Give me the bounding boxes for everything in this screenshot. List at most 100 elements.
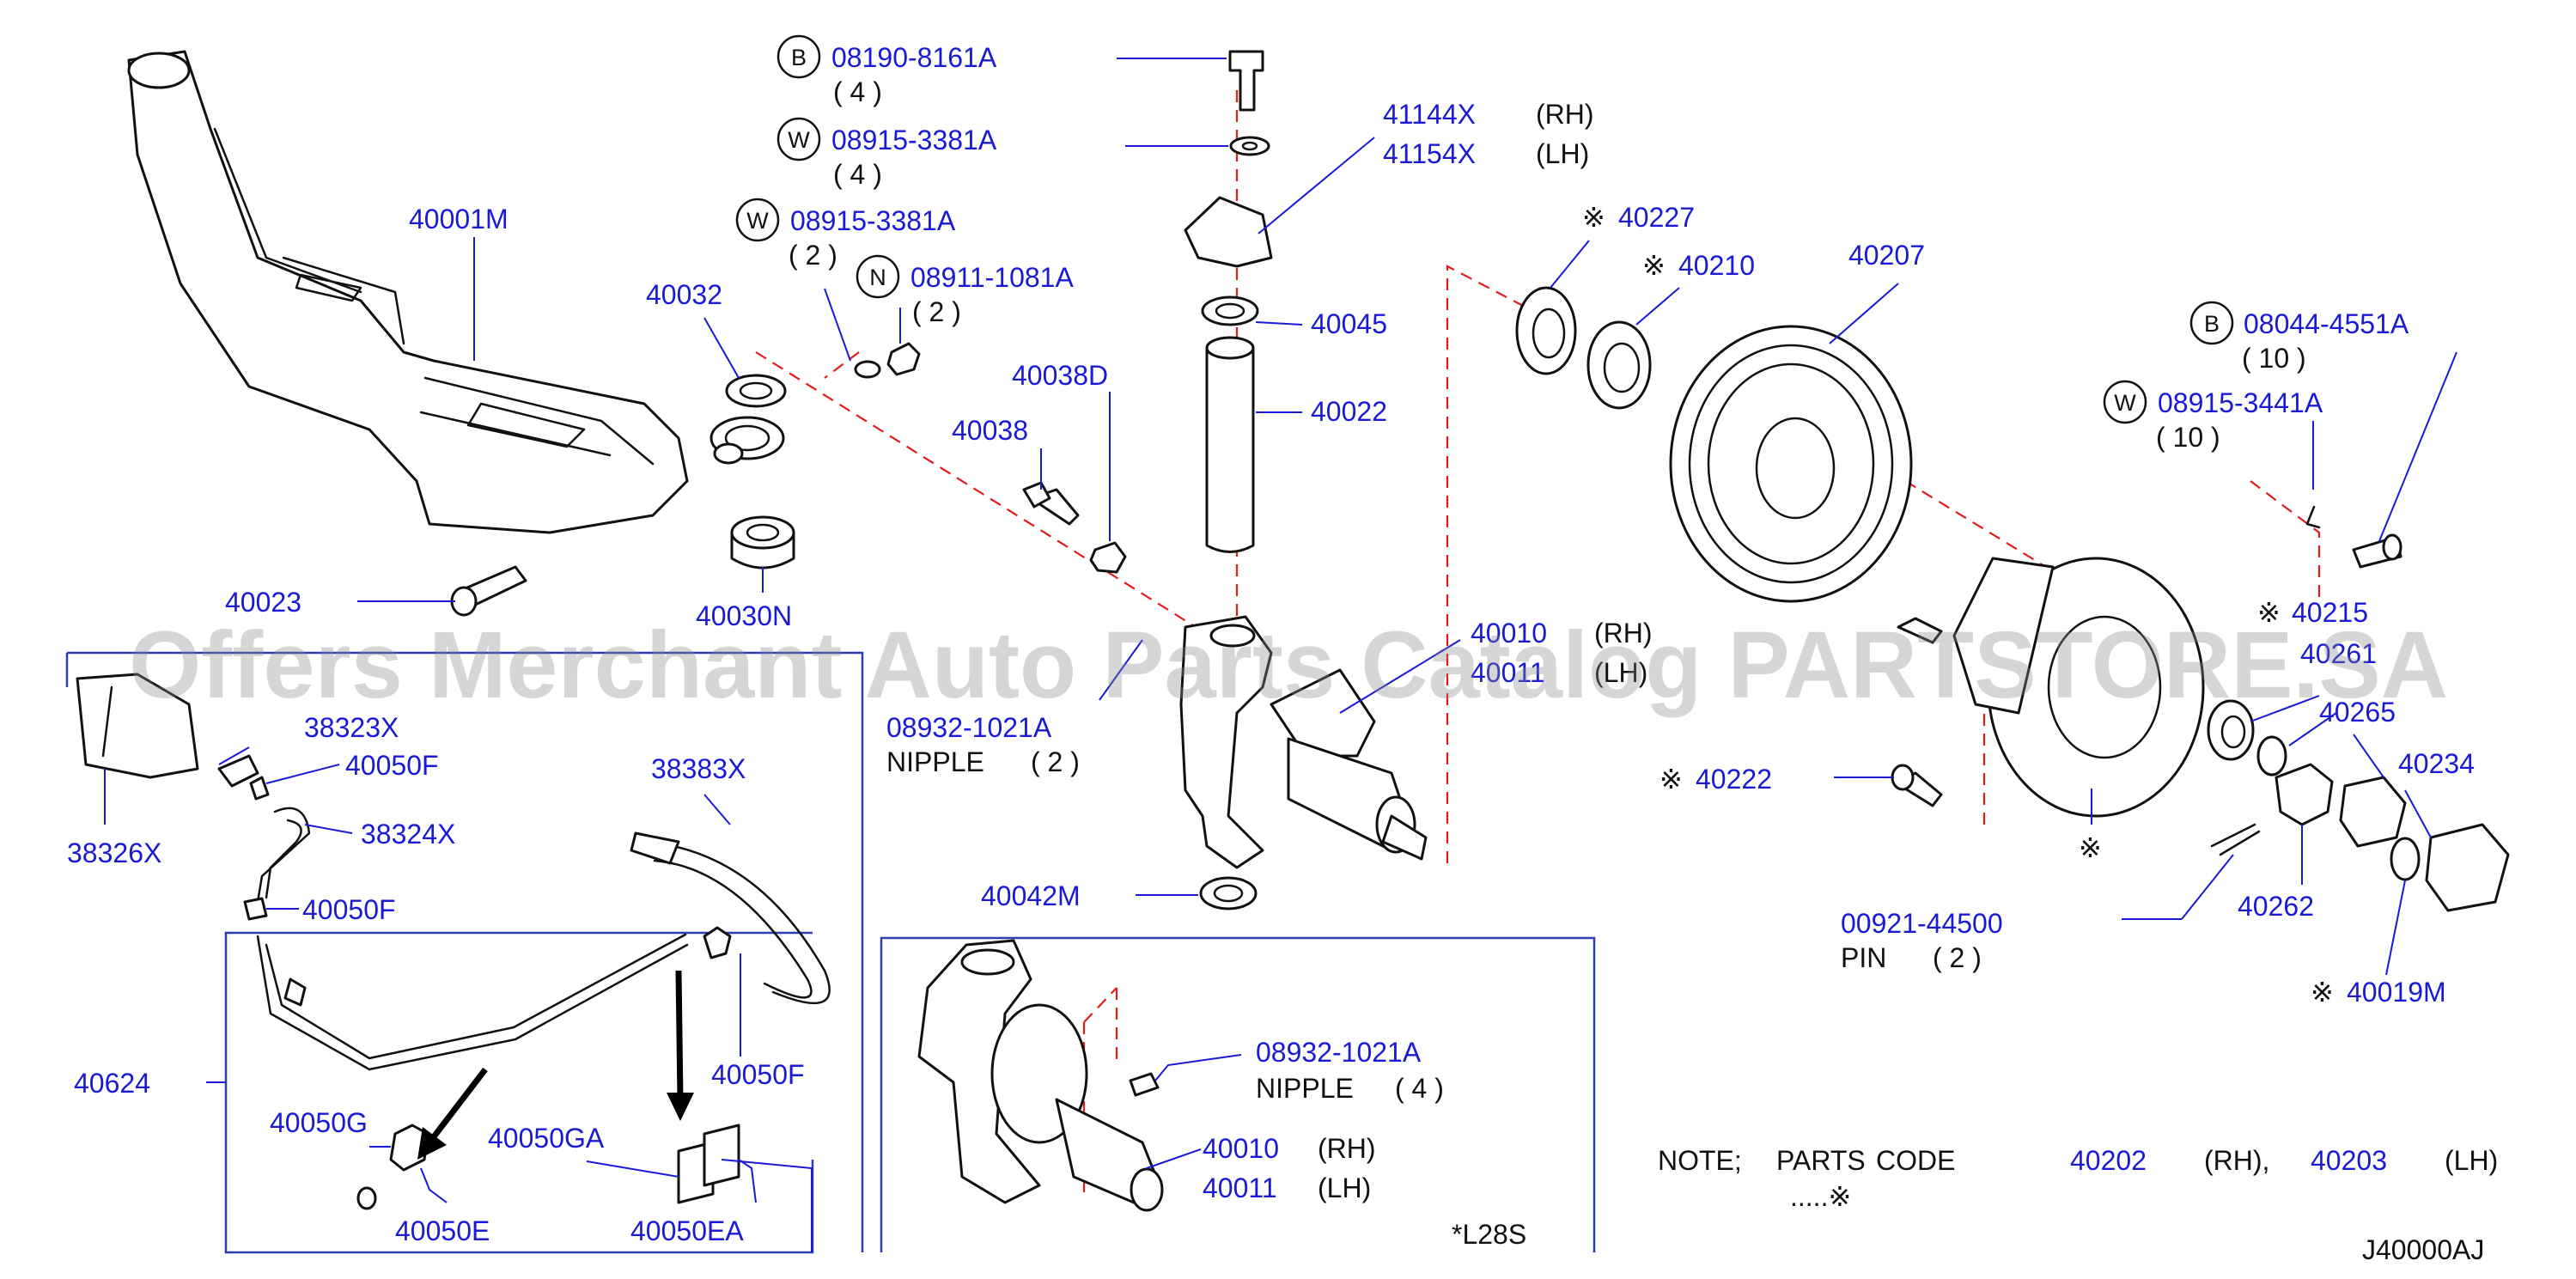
label-40019M[interactable]: 40019M bbox=[2347, 977, 2446, 1008]
label-40050EA[interactable]: 40050EA bbox=[630, 1215, 744, 1246]
label-08190-8161A[interactable]: 08190-8161A bbox=[831, 42, 997, 73]
hub-parts bbox=[1515, 286, 2510, 912]
qty-08911-1081A: ( 2 ) bbox=[912, 296, 961, 327]
label-40030N[interactable]: 40030N bbox=[696, 600, 792, 631]
callout-n1-letter: N bbox=[869, 265, 886, 290]
label-nipple-top: NIPPLE bbox=[886, 746, 984, 777]
qty-08915-3381A-a: ( 4 ) bbox=[833, 159, 882, 190]
note-lh-part[interactable]: 40203 bbox=[2311, 1145, 2387, 1176]
part-40227-seal bbox=[1515, 286, 1577, 375]
label-40032[interactable]: 40032 bbox=[646, 279, 722, 310]
part-washer-08915-3441 bbox=[2305, 505, 2321, 529]
dash-inset-1 bbox=[1083, 987, 1117, 1023]
watermark: Offers Merchant Auto Parts Catalog PARTS… bbox=[129, 612, 2448, 718]
part-40261-lock bbox=[2339, 776, 2407, 848]
part-nut-08911 bbox=[886, 342, 921, 376]
inset-knuckle bbox=[917, 939, 1164, 1212]
part-40210-bearing bbox=[1586, 320, 1652, 410]
label-08932-1021A-inset[interactable]: 08932-1021A bbox=[1256, 1037, 1422, 1068]
dash-washer-hub bbox=[2250, 480, 2321, 601]
label-40011-top[interactable]: 40011 bbox=[1471, 657, 1545, 688]
note-rh: (RH), bbox=[2204, 1145, 2269, 1176]
callout-w1-letter: W bbox=[788, 127, 810, 153]
label-40050GA[interactable]: 40050GA bbox=[488, 1123, 605, 1154]
dash-washer bbox=[824, 351, 860, 379]
label-40010-top[interactable]: 40010 bbox=[1471, 618, 1547, 649]
label-40038[interactable]: 40038 bbox=[952, 415, 1028, 446]
label-40227[interactable]: 40227 bbox=[1618, 202, 1695, 233]
label-40262[interactable]: 40262 bbox=[2238, 891, 2314, 922]
label-40050F-a[interactable]: 40050F bbox=[345, 750, 439, 781]
label-40234[interactable]: 40234 bbox=[2398, 748, 2475, 779]
label-40010-inset[interactable]: 40010 bbox=[1203, 1133, 1279, 1164]
label-40050F-b[interactable]: 40050F bbox=[302, 894, 396, 925]
part-40262-nut bbox=[2275, 763, 2334, 826]
label-08915-3441A[interactable]: 08915-3441A bbox=[2158, 387, 2323, 418]
label-nipple-top-qty: ( 2 ) bbox=[1031, 746, 1080, 777]
label-08915-3381A-b[interactable]: 08915-3381A bbox=[790, 205, 956, 236]
label-38324X[interactable]: 38324X bbox=[361, 819, 455, 850]
label-40038D[interactable]: 40038D bbox=[1012, 360, 1108, 391]
note-lh: (LH) bbox=[2445, 1145, 2498, 1176]
label-40023[interactable]: 40023 bbox=[225, 587, 301, 618]
part-38383X-hose bbox=[642, 840, 831, 1005]
label-pin-qty: ( 2 ) bbox=[1933, 942, 1982, 973]
part-38326X-bracket bbox=[76, 673, 199, 779]
label-08044-4551A[interactable]: 08044-4551A bbox=[2244, 308, 2409, 339]
label-40010-inset-side: (RH) bbox=[1318, 1133, 1376, 1164]
asterisk-40215: ※ bbox=[2257, 597, 2281, 628]
label-40050G[interactable]: 40050G bbox=[270, 1107, 368, 1138]
label-00921-44500[interactable]: 00921-44500 bbox=[1841, 908, 2003, 939]
l28s-inset-box bbox=[880, 936, 1596, 1252]
callout-w3-letter: W bbox=[2114, 390, 2136, 416]
part-labels: 40001M 40032 40023 40030N 41144X (RH) 41… bbox=[67, 99, 2475, 1250]
part-nipple-inset bbox=[1129, 1072, 1160, 1097]
label-40022[interactable]: 40022 bbox=[1311, 396, 1387, 427]
label-40011-inset[interactable]: 40011 bbox=[1203, 1172, 1277, 1203]
label-38383X[interactable]: 38383X bbox=[651, 753, 746, 784]
part-40042M-seal bbox=[1199, 876, 1258, 911]
note-parts: PARTS bbox=[1776, 1145, 1866, 1176]
kit-arrows bbox=[417, 970, 694, 1160]
label-08915-3381A-a[interactable]: 08915-3381A bbox=[831, 125, 997, 155]
note-suffix: .....※ bbox=[1790, 1181, 1851, 1212]
hose-parts bbox=[76, 673, 831, 1210]
label-40001M[interactable]: 40001M bbox=[409, 204, 509, 234]
label-40050F-c[interactable]: 40050F bbox=[711, 1059, 805, 1090]
note-code: CODE bbox=[1876, 1145, 1955, 1176]
label-40042M[interactable]: 40042M bbox=[981, 880, 1081, 911]
part-40019M-oring bbox=[2390, 837, 2421, 881]
part-bolt-08044 bbox=[1897, 617, 1943, 644]
dash-axle-to-knuckle bbox=[755, 351, 1238, 654]
label-40222[interactable]: 40222 bbox=[1696, 764, 1772, 795]
note-rh-part[interactable]: 40202 bbox=[2070, 1145, 2147, 1176]
part-cap-41144X bbox=[1184, 196, 1273, 268]
label-40215[interactable]: 40215 bbox=[2292, 597, 2368, 628]
label-40010-top-side: (RH) bbox=[1594, 618, 1653, 649]
label-40624[interactable]: 40624 bbox=[74, 1068, 150, 1099]
label-40050E[interactable]: 40050E bbox=[395, 1215, 490, 1246]
label-pin: PIN bbox=[1841, 942, 1886, 973]
label-08932-1021A-top[interactable]: 08932-1021A bbox=[886, 712, 1052, 743]
label-nipple-inset: NIPPLE bbox=[1256, 1073, 1354, 1104]
label-41154X[interactable]: 41154X bbox=[1383, 138, 1476, 169]
label-40207[interactable]: 40207 bbox=[1848, 240, 1925, 271]
part-washer-08915 bbox=[854, 360, 881, 379]
part-40624-pipe bbox=[256, 933, 689, 1071]
knuckle-40010 bbox=[1179, 615, 1428, 911]
part-nut-40038D bbox=[1089, 541, 1127, 574]
label-38323X[interactable]: 38323X bbox=[304, 712, 399, 743]
label-40261[interactable]: 40261 bbox=[2300, 638, 2377, 669]
label-40210[interactable]: 40210 bbox=[1678, 250, 1755, 281]
callout-letters: B W W N B W bbox=[735, 34, 2234, 424]
label-40045[interactable]: 40045 bbox=[1311, 308, 1387, 339]
axle-beam-40001M bbox=[127, 50, 785, 534]
note-prefix: NOTE; bbox=[1658, 1145, 1742, 1176]
label-38326X[interactable]: 38326X bbox=[67, 837, 161, 868]
label-41144X[interactable]: 41144X bbox=[1383, 99, 1476, 130]
label-08911-1081A[interactable]: 08911-1081A bbox=[910, 262, 1074, 293]
qty-08915-3441A: ( 10 ) bbox=[2156, 422, 2220, 453]
label-40265[interactable]: 40265 bbox=[2319, 697, 2396, 728]
